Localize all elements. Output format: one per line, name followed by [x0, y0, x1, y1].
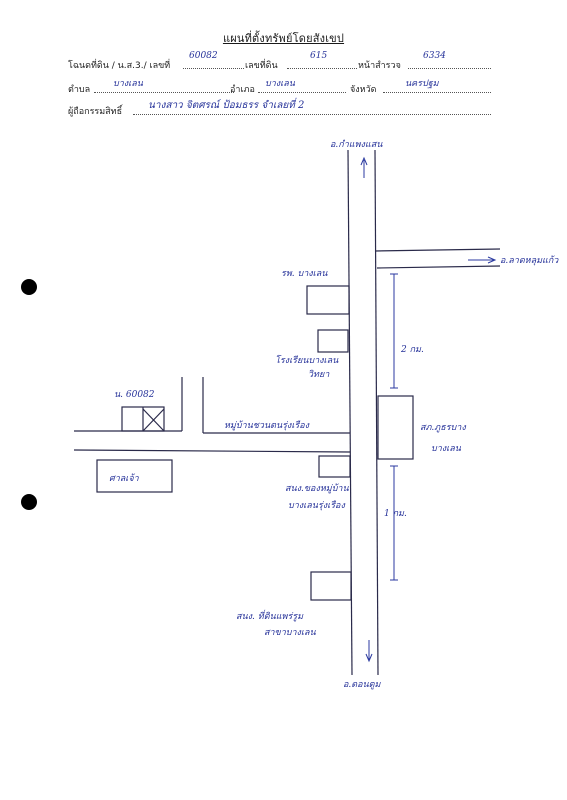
page-title: แผนที่ตั้งทรัพย์โดยสังเขป	[222, 32, 345, 45]
district-label: อำเภอ	[230, 85, 255, 95]
subdistrict-value: บางเลน	[113, 79, 143, 89]
district-underline	[258, 92, 346, 93]
shop-label-line2: บางเลนรุ่งเรือง	[288, 501, 345, 511]
police-label-line1: สภ.ภูธรบาง	[420, 423, 466, 433]
survey-page-underline	[408, 68, 491, 69]
east-road-bottom-edge	[376, 265, 501, 269]
parcel-label: น. 60082	[114, 390, 155, 400]
north-arrow-head	[360, 156, 368, 166]
branch-label-line2: สาขาบางเลน	[264, 628, 316, 638]
land-no-label: เลขที่ดิน	[245, 61, 278, 71]
police-label-line2: บางเลน	[431, 444, 461, 454]
office-building	[318, 455, 351, 478]
subdistrict-underline	[94, 92, 234, 93]
north-road-label: อ.กำแพงแสน	[330, 140, 383, 150]
owner-value: นางสาว จิตศรณ์ ป้อมธรร จำเลยที่ 2	[148, 100, 305, 111]
school-building	[317, 329, 349, 353]
land-no-value: 615	[310, 51, 328, 61]
east-road-top-edge	[374, 248, 501, 252]
main-road-east-edge	[374, 149, 379, 676]
owner-label: ผู้ถือกรรมสิทธิ์	[68, 107, 123, 117]
distance-south-label: 1 กม.	[384, 509, 407, 519]
distance-north-label: 2 กม.	[401, 345, 424, 355]
east-arrow-head	[487, 256, 497, 264]
shop-label-line1: สนง.ของหมู่บ้าน	[285, 484, 349, 494]
owner-underline	[133, 114, 491, 115]
branch-label-line1: สนง. ที่ดินแพร่รูม	[236, 612, 304, 622]
punch-hole	[21, 279, 37, 295]
south-road-label: อ.ดอนตูม	[343, 680, 381, 690]
school-label-line2: วิทยา	[308, 370, 330, 380]
police-building	[377, 395, 414, 460]
deed-value: 60082	[189, 51, 218, 61]
punch-hole	[21, 494, 37, 510]
south-arrow-head	[365, 653, 373, 663]
hospital-building	[306, 285, 350, 315]
district-value: บางเลน	[265, 79, 295, 89]
land-no-underline	[287, 68, 357, 69]
land-office-building	[310, 571, 352, 601]
deed-underline	[183, 68, 244, 69]
school-label-line1: โรงเรียนบางเลน	[275, 356, 339, 366]
east-road-label: อ.ลาดหลุมแก้ว	[500, 256, 559, 266]
province-label: จังหวัด	[350, 85, 377, 95]
temple-label: ศาลเจ้า	[109, 474, 139, 484]
deed-label: โฉนดที่ดิน / น.ส.3./ เลขที่	[68, 61, 171, 71]
survey-page-label: หน้าสำรวจ	[358, 61, 401, 71]
hospital-label: รพ. บางเลน	[281, 269, 328, 279]
province-value: นครปฐม	[405, 79, 439, 89]
village-road-label: หมู่บ้านชวนตนรุ่งเรือง	[224, 421, 310, 431]
province-underline	[383, 92, 491, 93]
parcel-cross	[142, 408, 165, 432]
temple-building	[96, 459, 173, 493]
subdistrict-label: ตำบล	[68, 85, 91, 95]
west-road-bottom-edge	[73, 449, 351, 453]
survey-page-value: 6334	[423, 51, 446, 61]
